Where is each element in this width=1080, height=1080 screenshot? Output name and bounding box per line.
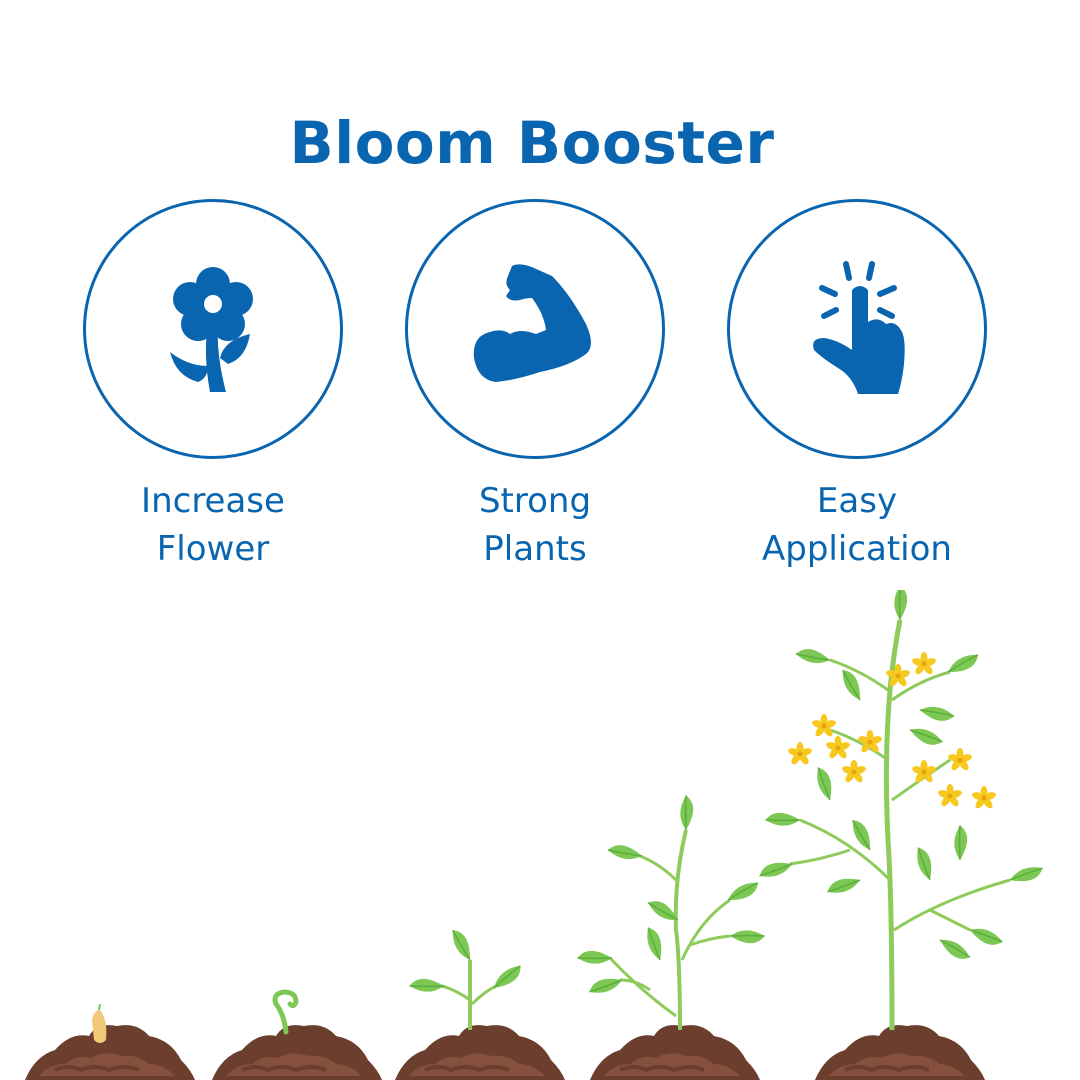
feature-strong-plants: Strong Plants: [405, 199, 665, 569]
flower-icon: [170, 267, 253, 392]
feature-circle: [727, 199, 987, 459]
plant-growth-illustration: [23, 590, 1045, 1080]
feature-label: Easy Application: [667, 477, 1047, 573]
feature-label: Strong Plants: [345, 477, 725, 573]
page-title: Bloom Booster: [289, 108, 775, 177]
feature-label-line1: Increase: [141, 481, 285, 521]
feature-increase-flower: Increase Flower: [83, 199, 343, 569]
stage-seedling: [393, 925, 567, 1080]
tap-finger-icon: [813, 261, 905, 394]
stage-seed: [23, 1003, 197, 1080]
feature-label-line2: Plants: [483, 529, 587, 569]
feature-circle: [83, 199, 343, 459]
stage-young-plant: [576, 794, 766, 1080]
feature-label-line1: Easy: [816, 481, 898, 521]
feature-label-line1: Strong: [478, 481, 592, 521]
feature-circle: [405, 199, 665, 459]
feature-label: Increase Flower: [23, 477, 403, 573]
feature-label-line2: Flower: [156, 529, 270, 569]
feature-easy-application: Easy Application: [727, 199, 987, 569]
stage-sprout: [210, 989, 384, 1080]
stage-flowering-plant: [757, 590, 1045, 1080]
flexed-arm-icon: [473, 264, 591, 382]
feature-label-line2: Application: [762, 529, 952, 569]
